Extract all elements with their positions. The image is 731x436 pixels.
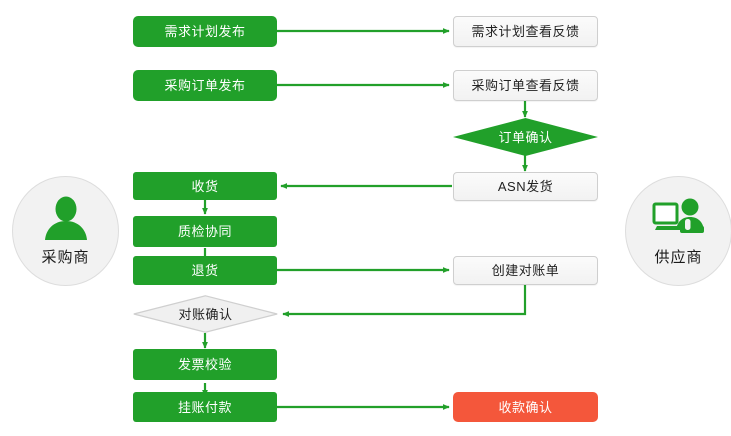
node-order-confirm[interactable]: 订单确认 [453,118,598,156]
node-asn-ship-label: ASN发货 [497,179,554,194]
actor-buyer[interactable]: 采购商 [12,176,119,286]
node-po-publish-label: 采购订单发布 [164,78,246,93]
person-icon [44,196,87,240]
node-invoice-verify[interactable]: 发票校验 [133,349,277,380]
node-po-publish[interactable]: 采购订单发布 [133,70,277,101]
node-qc-collab[interactable]: 质检协同 [133,216,277,247]
actor-supplier-label: 供应商 [654,248,703,266]
node-po-feedback[interactable]: 采购订单查看反馈 [453,70,598,101]
node-invoice-verify-label: 发票校验 [177,357,232,372]
node-asn-ship[interactable]: ASN发货 [453,172,598,201]
node-receipt-confirm-label: 收款确认 [498,399,553,415]
node-receive-goods-label: 收货 [191,178,219,194]
node-receipt-confirm[interactable]: 收款确认 [453,392,598,422]
diamond-shape-green [453,118,598,156]
node-demand-plan-publish[interactable]: 需求计划发布 [133,16,277,47]
node-qc-collab-label: 质检协同 [177,224,232,239]
node-receive-goods[interactable]: 收货 [133,172,277,200]
node-post-payment-label: 挂账付款 [177,399,232,415]
node-return-goods-label: 退货 [191,263,219,278]
node-return-goods[interactable]: 退货 [133,256,277,285]
node-demand-plan-publish-label: 需求计划发布 [164,24,246,39]
node-recon-confirm-label: 对账确认 [178,306,233,322]
diamond-shape-white [133,295,278,333]
actor-buyer-label: 采购商 [41,248,90,266]
edge-statement-to-recon [282,285,527,317]
node-recon-confirm[interactable]: 对账确认 [133,295,278,333]
node-po-feedback-label: 采购订单查看反馈 [471,78,580,93]
node-create-statement[interactable]: 创建对账单 [453,256,598,285]
node-post-payment[interactable]: 挂账付款 [133,392,277,422]
node-create-statement-label: 创建对账单 [491,263,560,278]
node-order-confirm-label: 订单确认 [498,129,553,145]
node-demand-plan-feedback-label: 需求计划查看反馈 [471,24,580,39]
person-at-computer-icon [652,198,704,233]
actor-supplier[interactable]: 供应商 [625,176,731,286]
node-demand-plan-feedback[interactable]: 需求计划查看反馈 [453,16,598,47]
